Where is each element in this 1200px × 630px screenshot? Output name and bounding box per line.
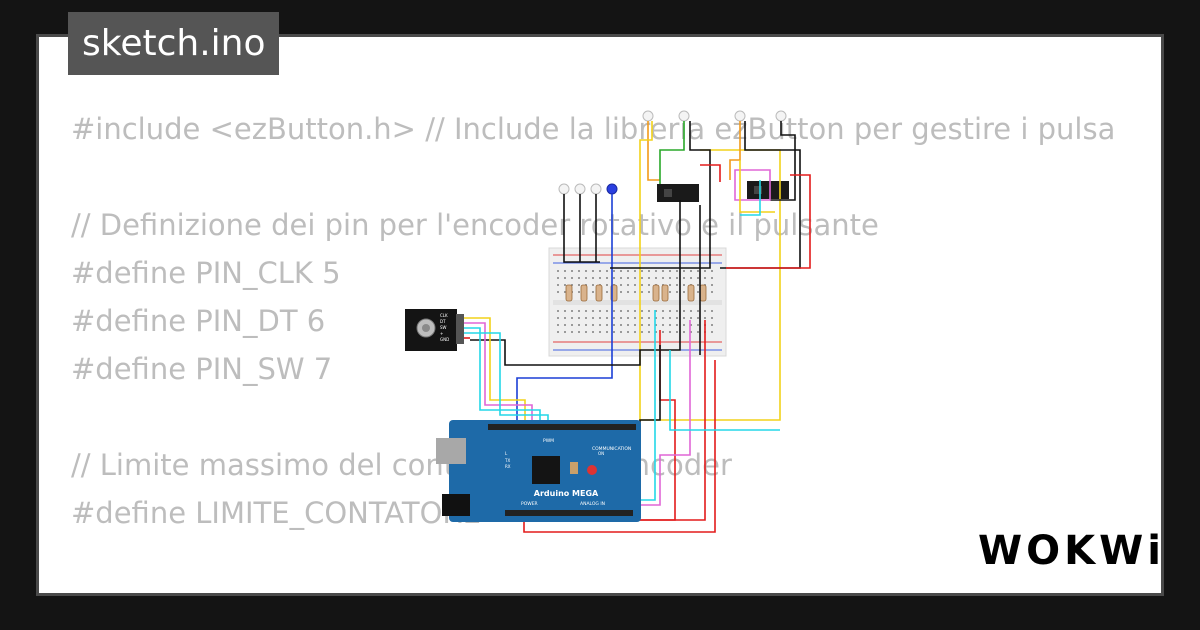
communication-label: COMMUNICATION — [592, 446, 631, 452]
code-line: #define LIMITE_CONTATORE — [71, 496, 481, 530]
encoder-pin-clk: CLK — [440, 313, 448, 318]
file-tab[interactable]: sketch.ino — [68, 12, 280, 75]
rx-led-label: RX — [505, 464, 511, 469]
wokwi-logo: WOKWi — [978, 522, 1165, 580]
wokwi-logo-text: WOKWi — [978, 528, 1165, 574]
board-name: Arduino MEGA — [534, 489, 599, 498]
l-led-label: L — [505, 451, 508, 456]
arduino-mega-board: PWM COMMUNICATION Arduino MEGA POWER ANA… — [436, 420, 641, 522]
code-line: #define PIN_CLK 5 — [71, 256, 341, 290]
breadboard — [548, 247, 727, 357]
encoder-pin-vcc: + — [440, 331, 443, 336]
pwm-label: PWM — [543, 438, 554, 444]
leds — [558, 110, 787, 195]
power-label: POWER — [521, 501, 538, 507]
code-line: #define PIN_SW 7 — [71, 352, 333, 386]
code-line: #define PIN_DT 6 — [71, 304, 326, 338]
wires — [464, 121, 811, 533]
analog-label: ANALOG IN — [580, 501, 605, 507]
encoder-pin-sw: SW — [440, 325, 447, 330]
encoder-pin-dt: DT — [440, 319, 446, 324]
buttons — [657, 181, 789, 202]
encoder-pin-gnd: GND — [440, 337, 449, 342]
code-line: // Definizione dei pin per il pulsante e… — [71, 585, 1115, 593]
code-line: // Definizione dei pin per l'encoder rot… — [71, 208, 879, 242]
code-line: #include <ezButton.h> // Include la libr… — [71, 112, 1116, 146]
resistors — [565, 284, 707, 302]
tx-led-label: TX — [504, 458, 510, 463]
on-led-label: ON — [598, 451, 604, 456]
rotary-encoder: CLK DT SW + GND — [405, 309, 464, 351]
